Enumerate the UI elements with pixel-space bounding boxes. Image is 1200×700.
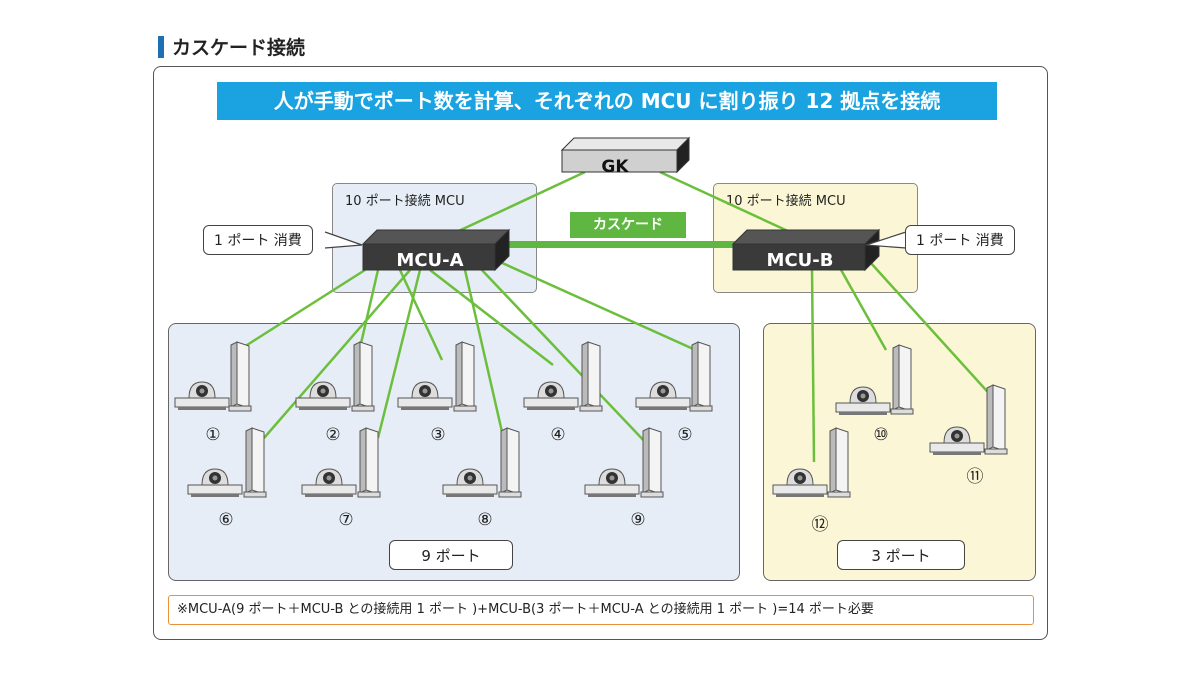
monitor-icon — [587, 341, 601, 409]
camera-base — [835, 402, 891, 413]
site-number-8: ⑧ — [477, 510, 493, 530]
site-7 — [301, 427, 381, 498]
site-link-4 — [429, 269, 554, 366]
monitor-icon — [898, 344, 912, 412]
mcu-a-device — [361, 228, 511, 272]
mcu-a-area-label: 10 ポート接続 MCU — [345, 194, 465, 209]
footnote: ※MCU-A(9 ポート＋MCU-B との接続用 1 ポート )+MCU-B(3… — [168, 595, 1034, 625]
site-6 — [187, 427, 267, 498]
camera-base — [772, 484, 828, 495]
monitor-icon — [506, 427, 520, 495]
camera-base — [174, 397, 230, 408]
site-12 — [772, 427, 851, 498]
site-8 — [442, 427, 522, 498]
site-link-12 — [810, 267, 816, 463]
gk-link-mcu-a — [449, 170, 586, 237]
site-number-1: ① — [205, 425, 221, 445]
title-accent-bar — [158, 36, 164, 58]
mcu-b-label: MCU-B — [767, 250, 834, 271]
monitor-icon — [461, 341, 475, 409]
site-number-10: ⑩ — [873, 425, 889, 445]
site-link-1 — [235, 268, 366, 354]
callout-b-pointer — [865, 231, 907, 249]
site-number-6: ⑥ — [218, 510, 234, 530]
monitor-icon — [835, 427, 849, 495]
headline-banner: 人が手動でポート数を計算、それぞれの MCU に割り振り 12 拠点を接続 — [217, 82, 997, 120]
gk-device — [560, 136, 691, 174]
page-title: カスケード接続 — [172, 37, 306, 59]
site-link-3 — [398, 269, 444, 361]
cascade-link-bar — [505, 241, 740, 248]
camera-base — [442, 484, 498, 495]
camera-base — [301, 484, 357, 495]
gk-link-mcu-b — [659, 170, 791, 234]
camera-base — [584, 484, 640, 495]
mcu-a-port-callout: 1 ポート 消費 — [203, 225, 313, 255]
mcu-b-port-callout: 1 ポート 消費 — [905, 225, 1015, 255]
monitor-icon — [359, 341, 373, 409]
camera-base — [397, 397, 453, 408]
site-4 — [523, 341, 603, 412]
monitor-icon — [648, 427, 662, 495]
monitor-icon — [251, 427, 265, 495]
monitor-icon — [992, 384, 1006, 452]
mcu-a-label: MCU-A — [396, 250, 463, 271]
site-link-10 — [838, 267, 888, 351]
site-9 — [584, 427, 664, 498]
gk-label: GK — [601, 157, 629, 177]
camera-base — [635, 397, 691, 408]
site-link-8 — [463, 269, 507, 446]
callout-a-pointer — [324, 231, 363, 249]
cascade-label: カスケード — [570, 212, 686, 238]
monitor-icon — [697, 341, 711, 409]
monitor-icon — [365, 427, 379, 495]
camera-base — [523, 397, 579, 408]
site-link-7 — [376, 269, 422, 439]
site-link-2 — [357, 269, 380, 353]
site-5 — [635, 341, 713, 412]
site-number-4: ④ — [550, 425, 566, 445]
mcu-b-device — [731, 228, 881, 272]
group-b-port-count: 3 ポート — [837, 540, 965, 570]
site-link-9 — [479, 267, 649, 446]
monitor-icon — [236, 341, 250, 409]
camera-base — [187, 484, 243, 495]
site-link-11 — [869, 261, 996, 401]
camera-base — [295, 397, 351, 408]
site-10 — [835, 344, 914, 415]
camera-base — [929, 442, 985, 453]
site-number-2: ② — [325, 425, 341, 445]
group-a-port-count: 9 ポート — [389, 540, 513, 570]
site-3 — [397, 341, 477, 412]
site-link-5 — [499, 260, 701, 354]
site-number-3: ③ — [430, 425, 446, 445]
site-link-6 — [263, 269, 411, 439]
site-1 — [174, 341, 252, 412]
site-number-9: ⑨ — [630, 510, 646, 530]
site-number-12: ⑫ — [811, 515, 829, 535]
site-2 — [295, 341, 375, 412]
mcu-b-area-label: 10 ポート接続 MCU — [726, 194, 846, 209]
site-number-7: ⑦ — [338, 510, 354, 530]
site-number-5: ⑤ — [677, 425, 693, 445]
site-11 — [929, 384, 1008, 455]
site-number-11: ⑪ — [966, 467, 984, 487]
